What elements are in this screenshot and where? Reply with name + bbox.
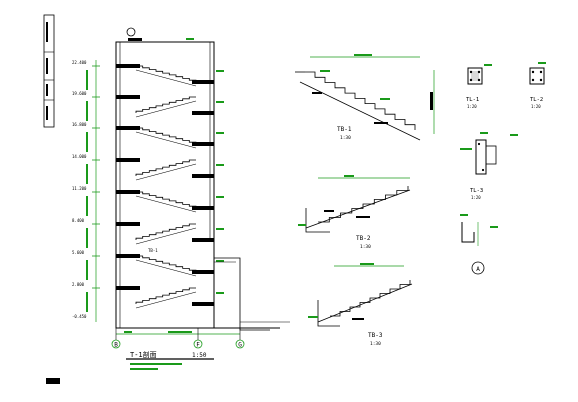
stair-flight <box>136 65 197 82</box>
dimension-bar <box>86 196 88 216</box>
floor-slab <box>116 95 140 99</box>
detail-tb-3: TB-3 1:30 <box>308 263 413 347</box>
flight-soffit <box>135 195 197 213</box>
elevation-chain <box>86 60 224 322</box>
flight-soffit <box>135 227 197 245</box>
section-title-block: T-1剖面 1:50 <box>46 350 214 384</box>
flight-soffit <box>135 100 197 118</box>
axis-label: B <box>114 342 118 349</box>
dimension-bar <box>86 260 88 280</box>
level-label: 8.400 <box>72 218 85 223</box>
beam-label: TL-1 <box>466 97 479 103</box>
landing-slab <box>192 270 214 274</box>
level-label: 5.600 <box>72 250 85 255</box>
stair-section <box>115 27 290 331</box>
landing-slab <box>192 206 214 210</box>
side-dimension <box>216 132 224 134</box>
detail-tb-2: TB-2 1:30 <box>298 175 411 250</box>
landing-slab <box>192 174 214 178</box>
landing-slab <box>192 142 214 146</box>
side-dimension <box>216 70 224 72</box>
level-label: 14.000 <box>72 154 87 159</box>
flight-soffit <box>135 163 197 181</box>
title-block-strip <box>43 14 55 128</box>
floor-slab <box>116 254 140 258</box>
floor-slab <box>116 158 140 162</box>
floor-slab <box>116 64 140 68</box>
dimension-bar <box>86 292 88 312</box>
detail-scale: 1:30 <box>340 135 351 141</box>
stair-flight <box>135 96 196 113</box>
bottom-dimension <box>116 331 240 335</box>
beam-scale: 1:20 <box>531 104 541 109</box>
dimension-bar <box>86 228 88 248</box>
dimension-bar <box>86 101 88 121</box>
level-label: -0.450 <box>72 314 87 319</box>
level-label: 11.200 <box>72 186 87 191</box>
beam-label: TL-2 <box>530 97 543 103</box>
floor-slab <box>116 126 140 130</box>
beam-scale: 1:20 <box>471 195 481 200</box>
side-dimension <box>216 228 224 230</box>
dimension-bar <box>86 70 88 90</box>
beam-sections: TL-1 1:20 TL-2 1:20 TL-3 1:20 A <box>460 62 546 275</box>
landing-slab <box>192 80 214 84</box>
flight-soffit <box>135 259 197 277</box>
detail-scale: 1:30 <box>370 341 381 347</box>
section-scale: 1:50 <box>192 352 207 359</box>
floor-slab <box>116 222 140 226</box>
flight-label: TB-1 <box>148 248 158 253</box>
flight-soffit <box>135 291 197 309</box>
side-dimension <box>216 260 224 262</box>
beam-scale: 1:20 <box>467 104 477 109</box>
dimension-bar <box>86 164 88 184</box>
side-dimension <box>216 292 224 294</box>
landing-slab <box>192 302 214 306</box>
detail-scale: 1:30 <box>360 244 371 250</box>
landing-slab <box>192 111 214 115</box>
detail-label: TB-1 <box>337 126 352 133</box>
stair-flight <box>136 255 197 272</box>
floor-slab <box>116 190 140 194</box>
landing-slab <box>192 238 214 242</box>
level-label: 19.600 <box>72 91 87 96</box>
flight-soffit <box>135 131 197 149</box>
stair-flight <box>135 287 196 304</box>
beam-label: TL-3 <box>470 188 483 194</box>
axis-label: G <box>238 342 242 349</box>
section-marker: A <box>476 266 480 273</box>
detail-tb-1: TB-1 1:30 <box>295 54 435 141</box>
dimension-bar <box>86 132 88 152</box>
section-title: T-1剖面 <box>130 350 157 359</box>
level-label: 16.800 <box>72 122 87 127</box>
detail-label: TB-2 <box>356 235 371 242</box>
axis-bubbles: B F G <box>111 328 245 349</box>
side-dimension <box>216 196 224 198</box>
flight-soffit <box>135 69 197 87</box>
detail-label: TB-3 <box>368 332 383 339</box>
axis-label: F <box>196 342 200 349</box>
stair-flight <box>135 159 196 176</box>
level-labels: 22.400 19.600 16.800 14.000 11.200 8.400… <box>72 60 158 319</box>
side-dimension <box>216 101 224 103</box>
stair-flight <box>135 223 196 240</box>
floor-slab <box>116 286 140 290</box>
stair-flight <box>136 127 197 144</box>
stair-flight <box>136 191 197 208</box>
level-label: 22.400 <box>72 60 87 65</box>
level-label: 2.800 <box>72 282 85 287</box>
side-dimension <box>216 164 224 166</box>
